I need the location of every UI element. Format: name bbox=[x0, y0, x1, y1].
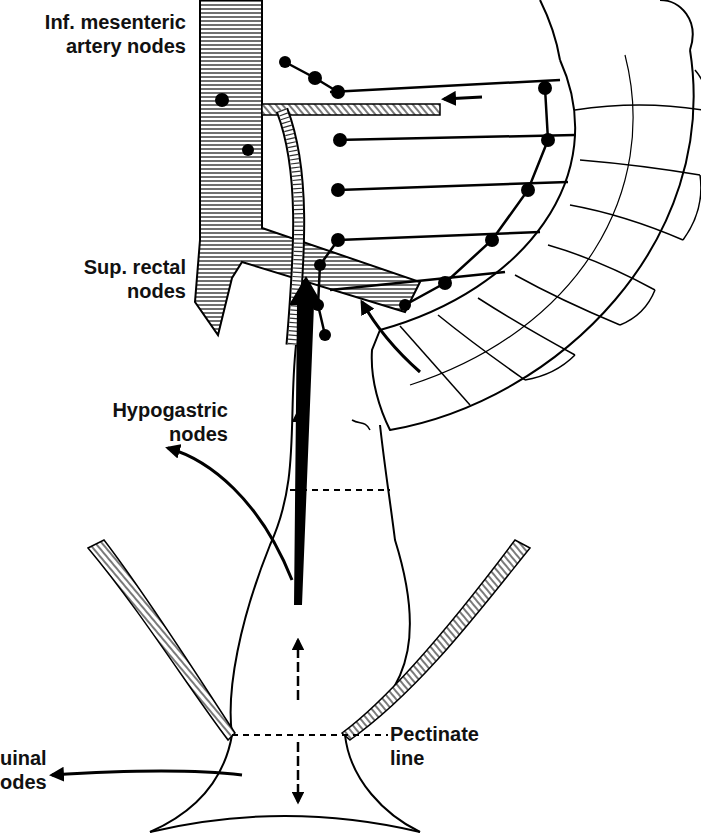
flow-arrow bbox=[52, 771, 242, 775]
flow-arrow bbox=[297, 742, 300, 802]
flow-arrow bbox=[168, 448, 292, 580]
taenia-line bbox=[410, 55, 633, 385]
sigmoid-colon bbox=[372, 50, 694, 430]
haustra bbox=[400, 70, 701, 405]
anal-verge bbox=[150, 816, 420, 832]
flow-arrow bbox=[297, 412, 300, 472]
levator-muscle bbox=[342, 540, 530, 740]
pectinate-line bbox=[232, 734, 388, 736]
anatomy-label: Hypogastric nodes bbox=[100, 398, 228, 446]
anatomy-label: uinal odes bbox=[0, 746, 60, 794]
main-drainage-arrow bbox=[289, 276, 323, 605]
lymph-chain bbox=[285, 62, 575, 335]
flow-arrow bbox=[444, 97, 482, 99]
flow-arrow bbox=[297, 640, 300, 700]
rectum-wall bbox=[345, 425, 420, 832]
anatomy-label: Inf. mesenteric artery nodes bbox=[18, 10, 186, 58]
rectal-artery bbox=[282, 110, 299, 345]
anatomy-label: Sup. rectal nodes bbox=[40, 255, 186, 303]
levator-muscle bbox=[88, 540, 235, 740]
anatomy-label: Pectinate line bbox=[390, 722, 490, 770]
lymph-node bbox=[215, 56, 555, 341]
flow-arrow bbox=[362, 302, 420, 372]
